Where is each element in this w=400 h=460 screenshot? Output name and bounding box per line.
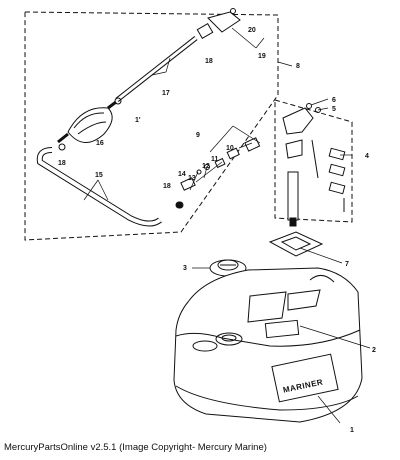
callout-20: 20	[248, 27, 256, 34]
fuel-gauge-assembly	[282, 103, 346, 227]
callout-3: 3	[183, 265, 187, 272]
callout-19: 19	[258, 53, 266, 60]
gasket	[268, 231, 324, 257]
primer-bulb	[57, 100, 117, 144]
fuel-tank	[173, 267, 363, 423]
fuel-tank-exploded-diagram: 1 2 3 4 5 6 7 8 9 10 11 12 13 14 15 16 1…	[24, 8, 376, 434]
fuel-gauge-kit-box	[274, 99, 353, 223]
callout-6: 6	[332, 97, 336, 104]
callout-1: 1	[350, 427, 354, 434]
callout-5: 5	[332, 106, 336, 113]
callout-16: 16	[96, 140, 104, 147]
image-caption: MercuryPartsOnline v2.5.1 (Image Copyrig…	[4, 442, 267, 453]
fuel-hose-upper	[115, 36, 198, 102]
leader-lines	[83, 27, 371, 424]
callout-14: 14	[178, 171, 186, 178]
callout-1-prime: 1'	[135, 117, 141, 124]
callout-10: 10	[226, 145, 234, 152]
callout-13: 13	[188, 175, 196, 182]
callout-12: 12	[202, 163, 210, 170]
callout-18c: 18	[163, 183, 171, 190]
callout-7: 7	[345, 261, 349, 268]
callout-18b: 18	[58, 160, 66, 167]
fuel-fitting-parts	[175, 137, 261, 209]
fuel-line-kit-box	[24, 11, 279, 241]
callout-18a: 18	[205, 58, 213, 65]
callout-17: 17	[162, 90, 170, 97]
callout-4: 4	[365, 153, 369, 160]
callout-15: 15	[95, 172, 103, 179]
quick-connector-engine	[196, 8, 241, 40]
callout-2: 2	[372, 347, 376, 354]
callout-8: 8	[296, 63, 300, 70]
fuel-hose-lower	[36, 147, 162, 227]
callout-11: 11	[211, 156, 219, 163]
callout-9: 9	[196, 132, 200, 139]
